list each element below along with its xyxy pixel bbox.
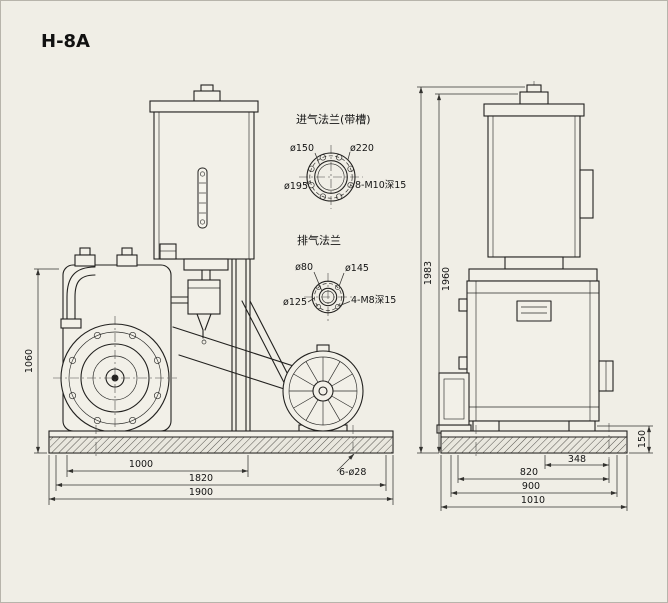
dim-width-mid-side: 900 (522, 481, 540, 492)
pump-body-side (458, 268, 614, 434)
dim-exhaust-bolt-circle: ø125 (283, 297, 307, 308)
gas-ballast-pipe (66, 266, 96, 320)
dim-base-height: 150 (637, 430, 648, 448)
dim-height-body: 1960 (441, 267, 452, 291)
dim-height-total: 1983 (423, 261, 434, 285)
exhaust-bolt-holes (315, 284, 341, 310)
dim-exhaust-outer: ø145 (345, 263, 369, 274)
dim-intake-bolt-circle: ø195 (284, 181, 308, 192)
intake-flange-title: 进气法兰(带槽) (296, 112, 371, 126)
intake-flange-detail: 进气法兰(带槽) ø150 ø220 ø195 8-M10深15 (284, 112, 406, 209)
model-title: H-8A (41, 31, 90, 52)
dim-exhaust-bore: ø80 (295, 262, 313, 273)
oil-tank-side (483, 84, 594, 270)
tank-neck (183, 258, 229, 271)
cover-bolt-holes (68, 331, 162, 425)
base-side (440, 423, 628, 459)
dim-intake-outer: ø220 (350, 143, 374, 154)
front-view-dimensions: 1060 1000 6-ø28 1820 1900 (24, 268, 394, 505)
dim-width-inner-side: 820 (520, 467, 538, 478)
dim-intake-holes: 8-M10深15 (355, 180, 406, 191)
oil-separator (171, 269, 221, 345)
exhaust-flange-detail: 排气法兰 ø80 ø145 ø125 4-M8深15 (283, 233, 396, 321)
dim-width-offset: 348 (568, 454, 586, 465)
dim-intake-bore: ø150 (290, 143, 314, 154)
dim-width-inner-front: 1000 (129, 459, 153, 470)
exhaust-flange-title: 排气法兰 (297, 233, 341, 247)
nameplate (516, 300, 552, 322)
tank-lid (149, 100, 259, 113)
front-view (48, 84, 394, 459)
base-front (48, 425, 394, 459)
oil-tank-front (149, 84, 259, 271)
dim-width-total-side: 1010 (521, 495, 545, 506)
dim-width-mid-front: 1820 (189, 473, 213, 484)
motor-fan-spokes (289, 357, 357, 425)
dim-width-total-front: 1900 (189, 487, 213, 498)
frame-legs-and-braces (231, 258, 318, 432)
oil-sight-glass (197, 167, 208, 229)
side-view-dimensions: 1983 1960 150 348 820 900 1010 (417, 86, 653, 511)
dim-exhaust-holes: 4-M8深15 (351, 295, 396, 306)
side-view (436, 81, 628, 459)
dim-anchor-holes: 6-ø28 (339, 467, 366, 478)
tank-cap (193, 90, 221, 102)
sight-glass-side (579, 169, 594, 219)
motor-front (282, 344, 364, 434)
intake-bolt-holes (308, 154, 354, 200)
dim-height-front: 1060 (24, 349, 35, 373)
motor-side (436, 372, 472, 434)
